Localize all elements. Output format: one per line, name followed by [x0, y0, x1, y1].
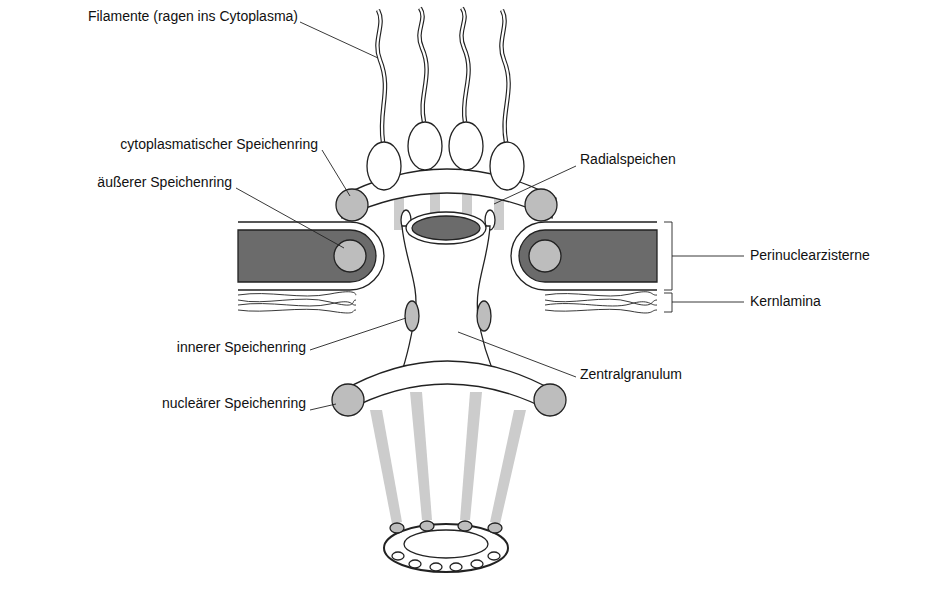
part-label: Perinuclearzisterne	[750, 247, 870, 264]
part-label: cytoplasmatischer Speichenring	[120, 136, 318, 153]
part-label: Kernlamina	[750, 293, 821, 310]
part-label: äußerer Speichenring	[97, 174, 232, 191]
part-label: innerer Speichenring	[177, 339, 306, 356]
part-label: nucleärer Speichenring	[162, 395, 306, 412]
part-label: Zentralgranulum	[580, 366, 682, 383]
part-label: Radialspeichen	[580, 151, 676, 168]
part-label: Filamente (ragen ins Cytoplasma)	[88, 8, 298, 25]
